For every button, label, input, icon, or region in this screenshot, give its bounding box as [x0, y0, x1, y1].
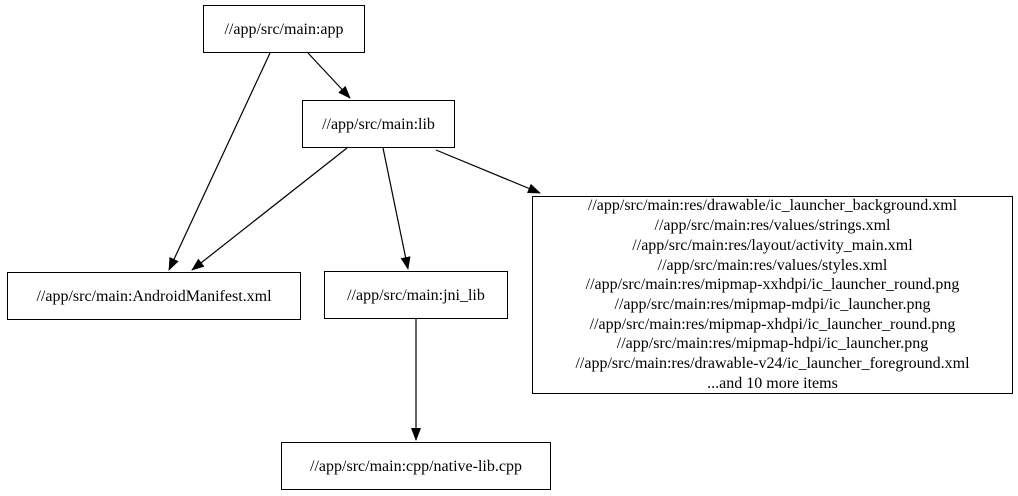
- edge-lib-to-manifest: [191, 147, 348, 271]
- resource-line: //app/src/main:res/mipmap-xhdpi/ic_launc…: [589, 315, 956, 333]
- resource-line: //app/src/main:res/mipmap-mdpi/ic_launch…: [614, 296, 931, 313]
- node-lib-label: //app/src/main:lib: [322, 115, 435, 133]
- resource-line: //app/src/main:res/values/strings.xml: [654, 217, 891, 235]
- resource-line: //app/src/main:res/values/styles.xml: [657, 256, 888, 274]
- resource-line: //app/src/main:res/mipmap-hdpi/ic_launch…: [616, 335, 929, 353]
- resource-line: //app/src/main:res/layout/activity_main.…: [632, 236, 913, 254]
- edge-app-to-manifest: [168, 52, 271, 271]
- node-native-lib-cpp: //app/src/main:cpp/native-lib.cpp: [281, 442, 551, 490]
- edge-lib-to-resources: [435, 149, 541, 194]
- node-jni-lib-label: //app/src/main:jni_lib: [347, 286, 485, 304]
- edge-lib-to-jni-lib: [382, 147, 411, 270]
- edge-app-to-lib: [307, 52, 351, 99]
- resource-line-more: ...and 10 more items: [707, 374, 838, 392]
- node-native-lib-cpp-label: //app/src/main:cpp/native-lib.cpp: [310, 457, 522, 475]
- node-app-label: //app/src/main:app: [224, 20, 344, 38]
- node-lib: //app/src/main:lib: [302, 100, 455, 148]
- node-android-manifest-label: //app/src/main:AndroidManifest.xml: [36, 287, 272, 305]
- node-app: //app/src/main:app: [203, 5, 365, 53]
- node-resources-group: //app/src/main:res/drawable/ic_launcher_…: [532, 196, 1013, 394]
- resource-line: //app/src/main:res/drawable/ic_launcher_…: [587, 197, 958, 215]
- resource-line: //app/src/main:res/mipmap-xxhdpi/ic_laun…: [585, 276, 960, 294]
- resource-line: //app/src/main:res/drawable-v24/ic_launc…: [575, 355, 970, 373]
- node-jni-lib: //app/src/main:jni_lib: [324, 271, 508, 319]
- node-android-manifest: //app/src/main:AndroidManifest.xml: [7, 272, 301, 320]
